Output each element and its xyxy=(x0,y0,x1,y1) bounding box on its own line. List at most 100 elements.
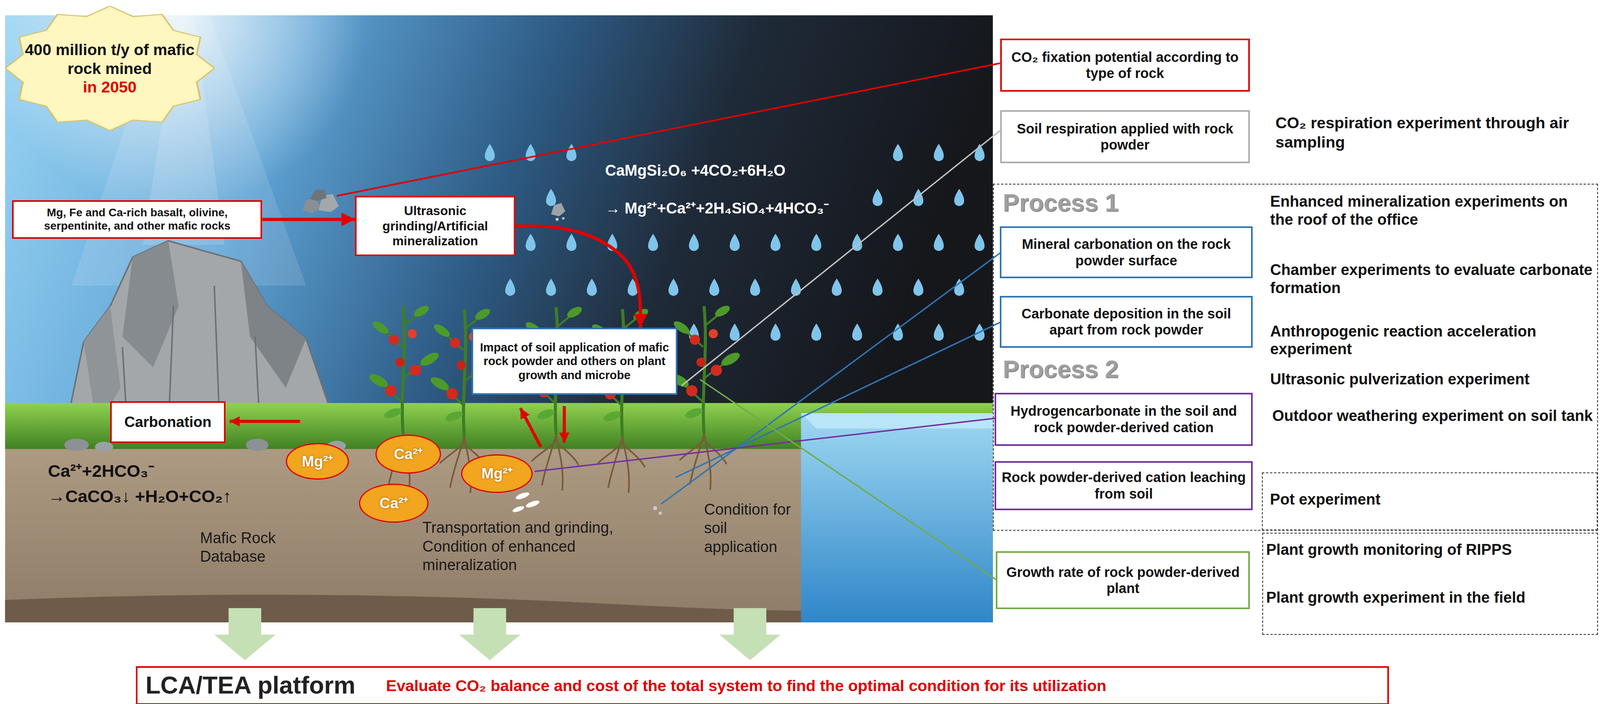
ground-rocks xyxy=(94,441,114,452)
rain-drop xyxy=(913,188,924,206)
ion-ellipse: Ca²⁺ xyxy=(375,434,441,474)
ion-label: Mg²⁺ xyxy=(481,464,513,483)
carbonation-box: Carbonation xyxy=(110,401,226,444)
experiment-region: Plant growth monitoring of RIPPS Plant gr… xyxy=(1262,532,1598,635)
rain-drop xyxy=(689,233,700,251)
reaction-equation: Ca²⁺+2HCO₃⁻ xyxy=(47,460,155,482)
respiration-box: Soil respiration applied with rock powde… xyxy=(1000,110,1251,164)
mountain xyxy=(240,261,306,388)
box-label: Rock powder-derived cation leaching from… xyxy=(999,469,1249,502)
leader-lines xyxy=(336,63,1001,196)
ion-label: Ca²⁺ xyxy=(379,494,409,512)
rain-drop xyxy=(933,233,944,251)
process-box: Mineral carbonation on the rock powder s… xyxy=(999,226,1253,279)
headline-starburst: 400 million t/y of mafic rock minedin 20… xyxy=(5,6,215,131)
rain-drop xyxy=(545,278,556,296)
rock-pile xyxy=(301,189,339,214)
box-label: in 2050 xyxy=(82,77,137,97)
flow-block-arrows xyxy=(214,607,276,660)
experiment-label: Outdoor weathering experiment on soil ta… xyxy=(1272,406,1595,425)
impact-box: Impact of soil application of mafic rock… xyxy=(471,327,678,396)
condition-label: Condition for soil application xyxy=(703,500,798,556)
ion-ellipse: Ca²⁺ xyxy=(358,483,429,523)
rain-drop xyxy=(933,143,944,162)
platform-title: LCA/TEA platform xyxy=(145,670,356,700)
rain-drop xyxy=(566,143,577,162)
rock-powder xyxy=(652,506,657,511)
rock-powder xyxy=(562,217,565,220)
rain-drop xyxy=(852,323,863,341)
microbes xyxy=(511,490,541,513)
rain-drop xyxy=(974,233,985,251)
leader-lines xyxy=(336,63,1001,580)
experiment-label: Plant growth monitoring of RIPPS xyxy=(1265,540,1591,559)
reaction-equation: → Mg²⁺+Ca²⁺+2H₄SiO₄+4HCO₃⁻ xyxy=(605,198,829,218)
rain-drop xyxy=(648,233,659,251)
ion-label: Ca²⁺ xyxy=(393,445,423,463)
leader-lines xyxy=(534,418,995,472)
rain-drop xyxy=(872,278,883,296)
box-label: Soil respiration applied with rock powde… xyxy=(1004,120,1246,154)
ion-ellipse: Mg²⁺ xyxy=(461,454,533,493)
experiment-label: Plant growth experiment in the field xyxy=(1265,588,1591,607)
leader-lines xyxy=(675,322,1000,478)
rain-drops xyxy=(484,143,985,341)
rain-drop xyxy=(770,323,781,341)
rain-drop xyxy=(484,143,495,162)
experiment-label: Anthropogenic reaction acceleration expe… xyxy=(1270,322,1595,359)
experiment-label: Ultrasonic pulverization experiment xyxy=(1270,370,1595,389)
box-label: Impact of soil application of mafic rock… xyxy=(475,340,673,382)
box-label: CO₂ fixation potential according to type… xyxy=(1004,49,1246,82)
process-box: Carbonate deposition in the soil apart f… xyxy=(999,295,1253,348)
rain-drop xyxy=(586,278,597,296)
box-label: Ultrasonic grinding/Artificial mineraliz… xyxy=(359,203,511,249)
mountain xyxy=(122,240,179,368)
process-heading: Process 1 xyxy=(1003,188,1259,218)
starburst-outline xyxy=(5,6,215,131)
experiment-label: CO₂ respiration experiment through air s… xyxy=(1275,113,1592,152)
box-label: Hydrogencarbonate in the soil and rock p… xyxy=(999,402,1249,436)
experiment-label: Enhanced mineralization experiments on t… xyxy=(1270,192,1595,229)
rain-drop xyxy=(668,278,679,296)
sky xyxy=(0,0,993,414)
tomato-plants xyxy=(367,303,441,490)
rain-drop xyxy=(770,233,781,251)
tomato-plants xyxy=(668,303,742,490)
rock-type-box: Mg, Fe and Ca-rich basalt, olivine, serp… xyxy=(12,200,263,239)
flow-block-arrows xyxy=(214,607,781,660)
experiment-label: Pot experiment xyxy=(1269,490,1589,509)
microbes xyxy=(525,499,541,509)
rain-drop xyxy=(545,188,556,206)
flow-block-arrows xyxy=(719,607,781,660)
process-box: Rock powder-derived cation leaching from… xyxy=(994,461,1253,511)
water-tank xyxy=(801,413,993,623)
box-label: Growth rate of rock powder-derived plant xyxy=(1000,564,1246,597)
box-label: Carbonate deposition in the soil apart f… xyxy=(1004,305,1249,339)
ion-label: Mg²⁺ xyxy=(301,452,333,470)
rain-drop xyxy=(913,278,924,296)
rain-drop xyxy=(831,278,842,296)
platform-box: LCA/TEA platformEvaluate CO₂ balance and… xyxy=(135,666,1389,704)
rain-drop xyxy=(729,233,740,251)
rain-drop xyxy=(525,233,536,251)
rain-drop xyxy=(750,278,761,296)
rain-drop xyxy=(892,233,903,251)
rain-drop xyxy=(729,323,740,341)
rock-pile xyxy=(310,189,327,202)
process-arrows xyxy=(562,406,567,443)
rain-drop xyxy=(954,188,965,206)
rain-drop xyxy=(709,278,720,296)
reaction-equation: →CaCO₃↓ +H₂O+CO₂↑ xyxy=(47,485,232,507)
flow-arrow xyxy=(262,217,355,222)
water-tank xyxy=(801,413,993,429)
experiment-label: Chamber experiments to evaluate carbonat… xyxy=(1270,260,1595,298)
reaction-equation: CaMgSi₂O₆ +4CO₂+6H₂O xyxy=(605,161,786,180)
leader-lines xyxy=(661,252,1001,504)
ground-rocks xyxy=(246,438,269,451)
leader-lines xyxy=(699,379,996,580)
database-label: Mafic Rock Database xyxy=(200,528,311,567)
process-arrows xyxy=(229,419,300,423)
rain-drop xyxy=(811,233,822,251)
ground-rocks xyxy=(64,438,89,451)
